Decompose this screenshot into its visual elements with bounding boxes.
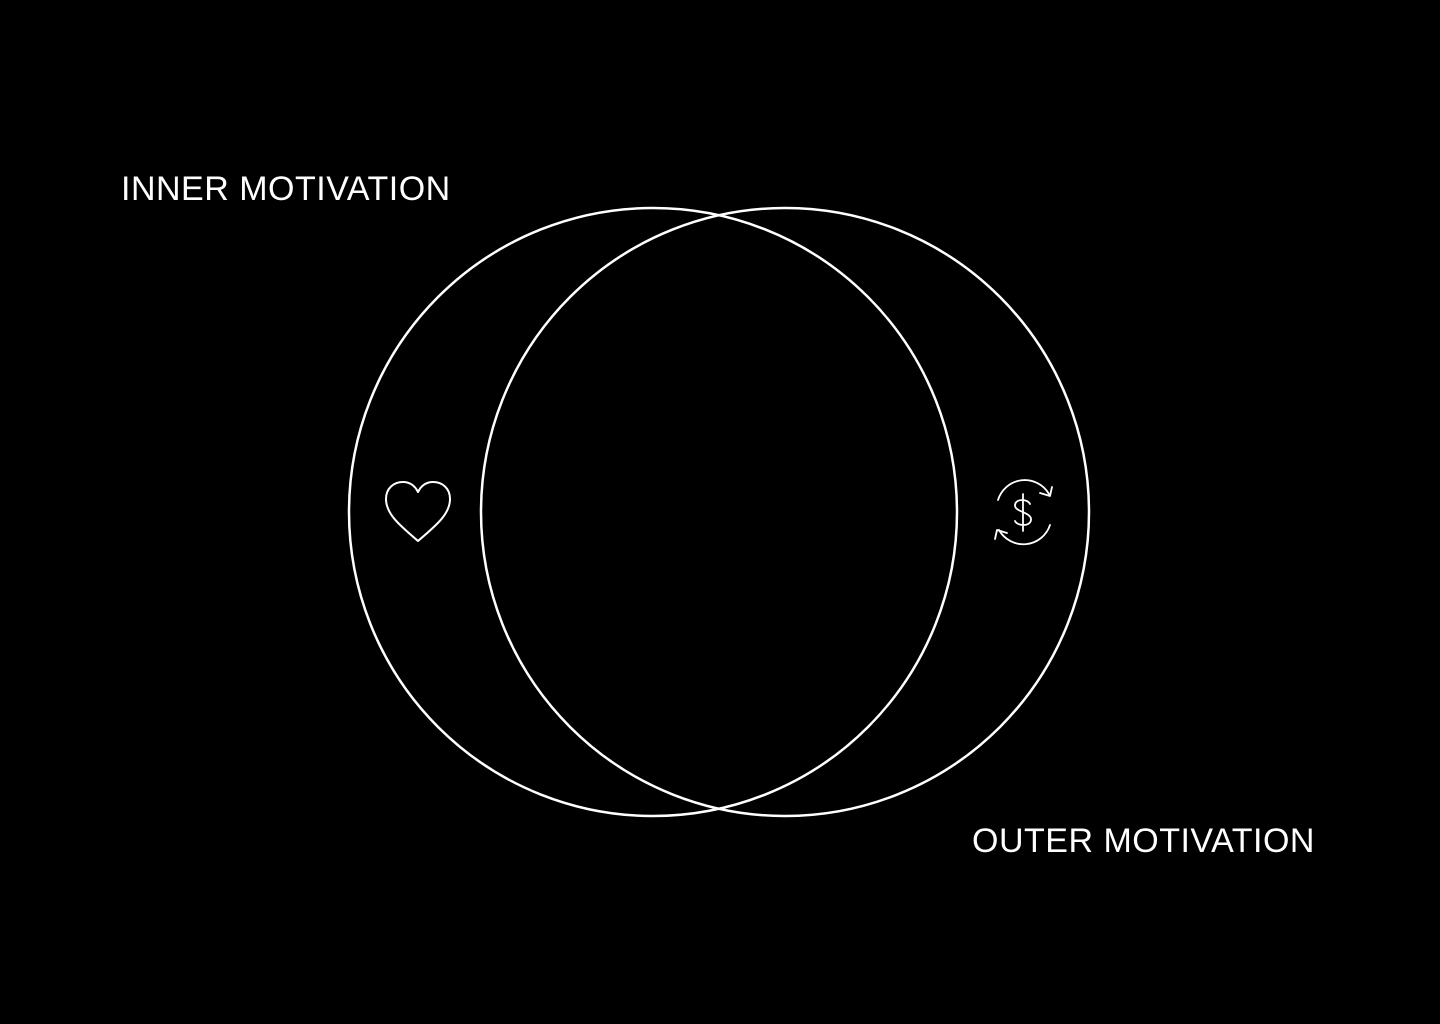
heart-icon (385, 481, 451, 542)
inner-motivation-circle (347, 206, 959, 818)
dollar-cycle-icon (994, 479, 1053, 546)
outer-motivation-label: OUTER MOTIVATION (972, 822, 1315, 860)
outer-motivation-circle (479, 206, 1091, 818)
inner-motivation-label: INNER MOTIVATION (121, 170, 451, 208)
